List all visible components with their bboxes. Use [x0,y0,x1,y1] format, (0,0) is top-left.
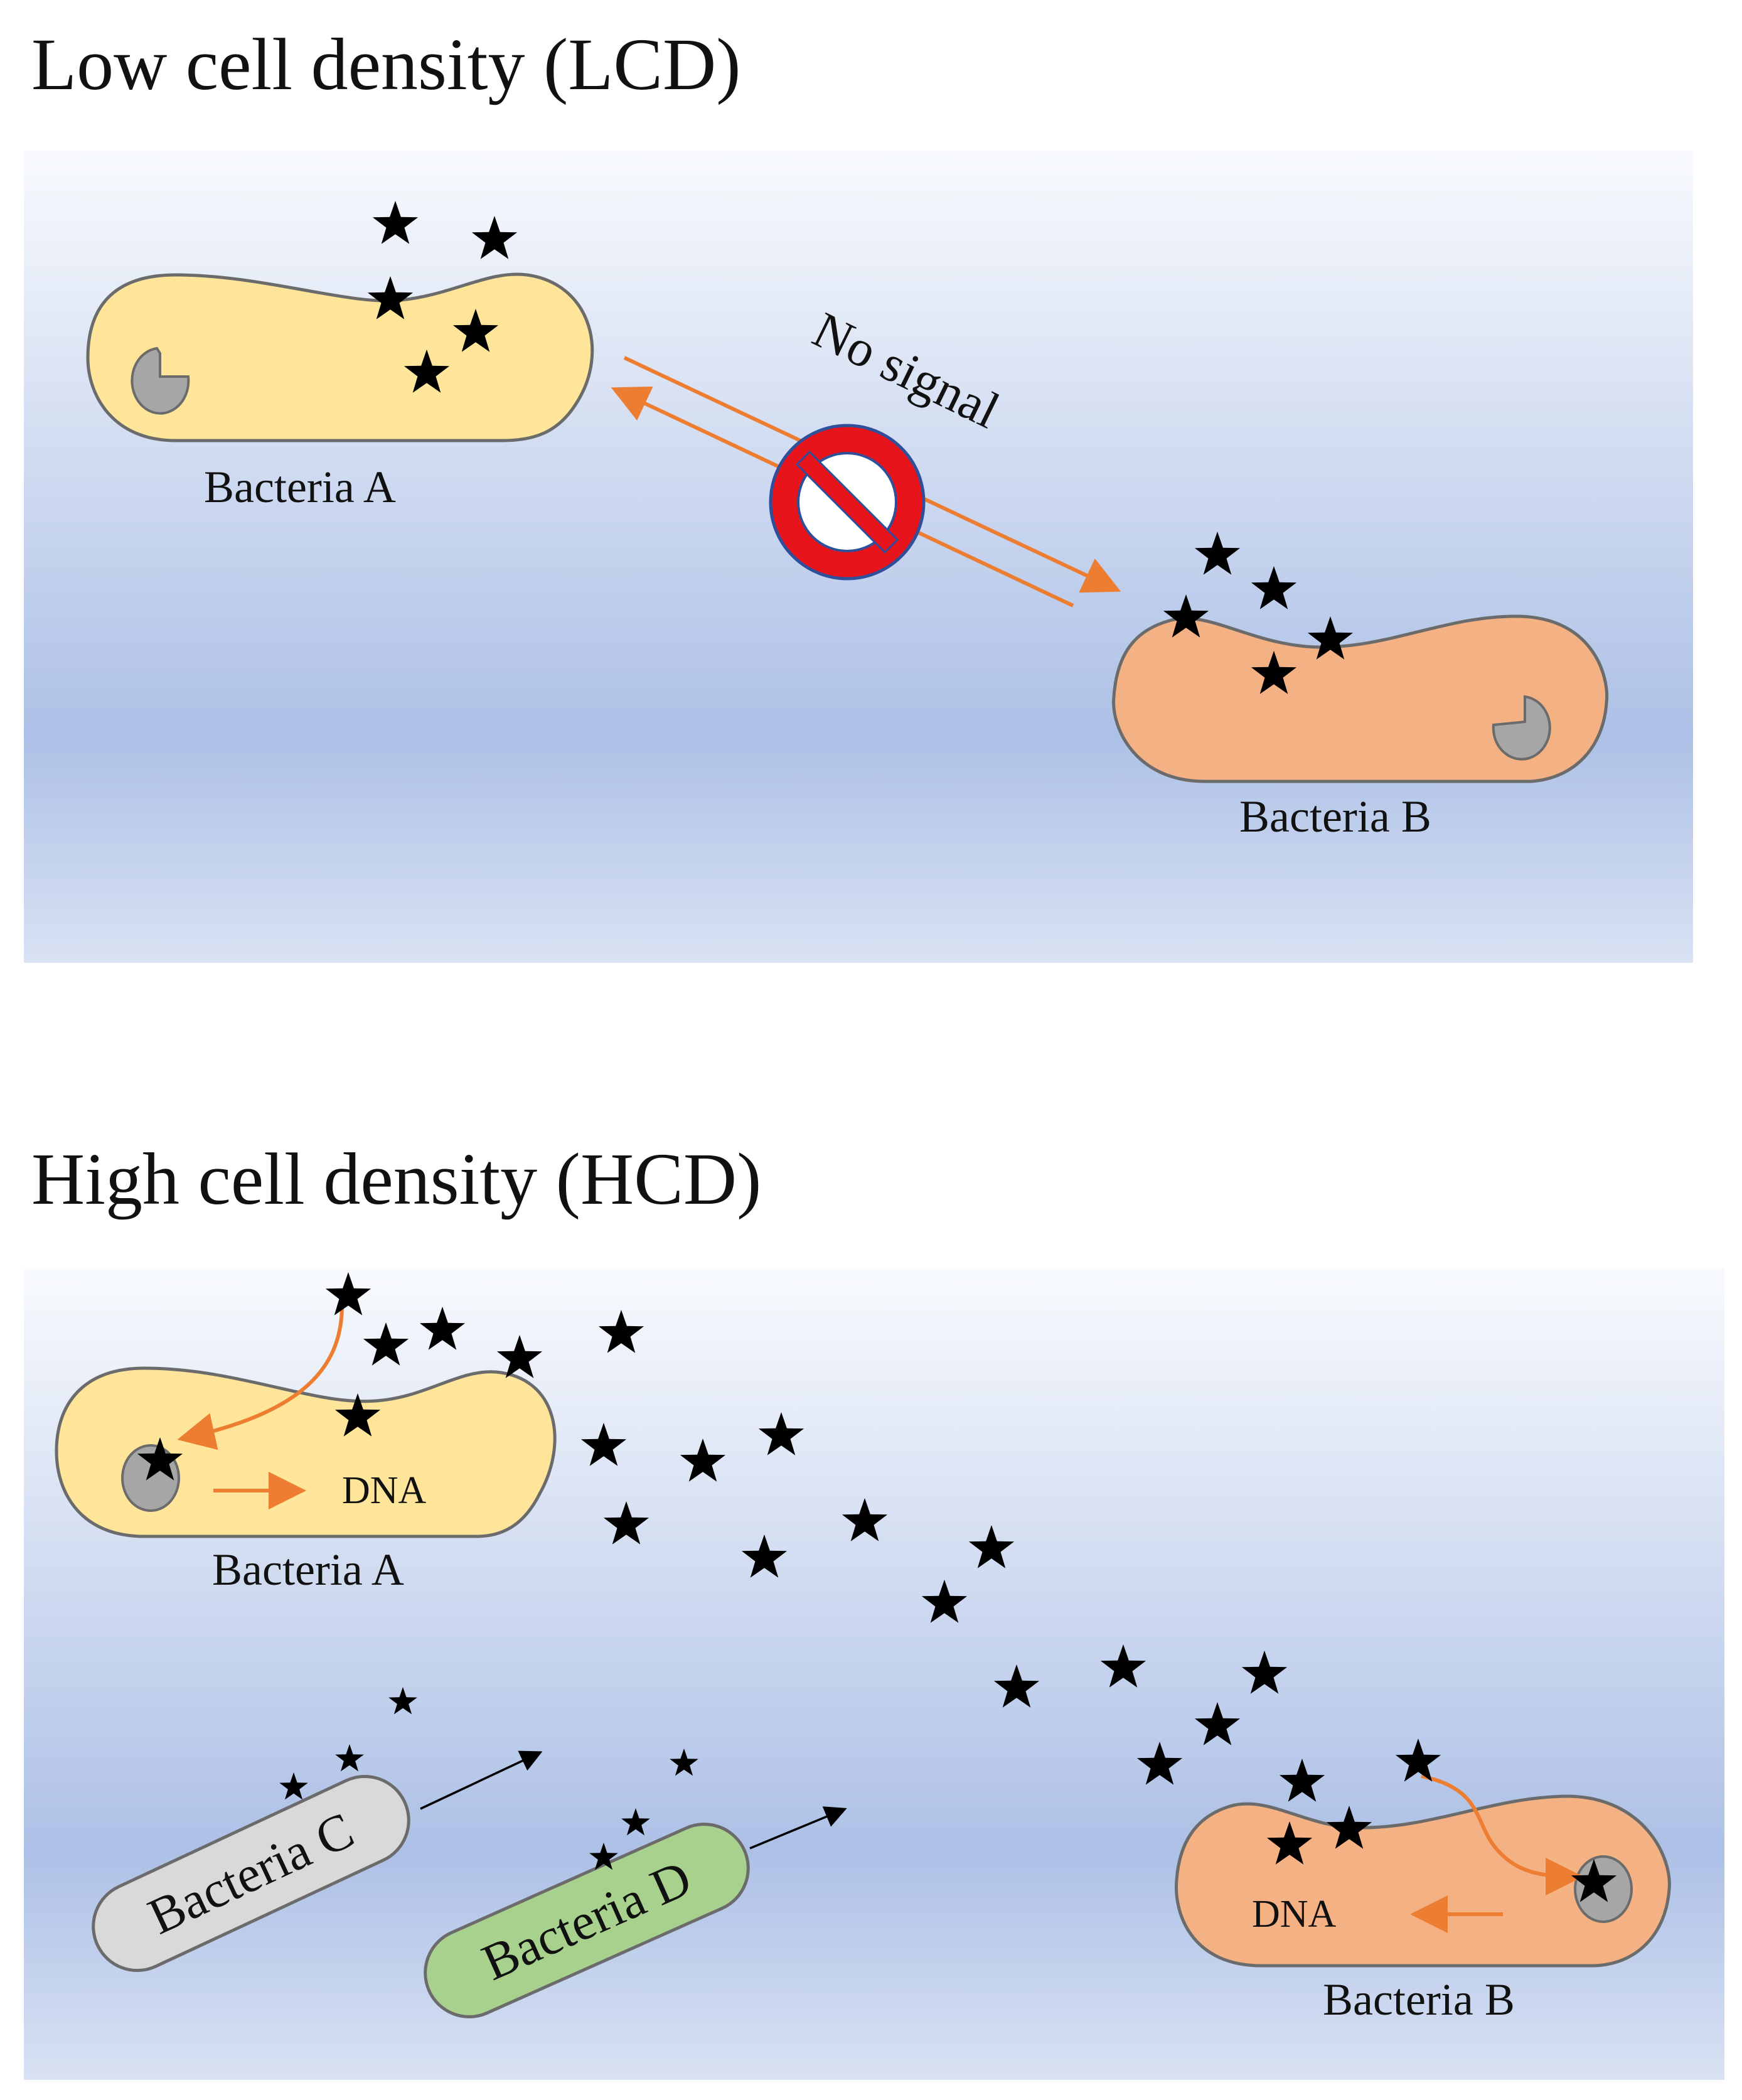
signal-star-icon [279,1772,308,1800]
signal-star-icon [1163,594,1209,638]
signal-star-icon [968,1525,1015,1568]
signal-star-icon [589,1843,618,1870]
signal-star-icon [621,1808,650,1836]
signal-star-icon [335,1744,364,1772]
signal-star-icon [921,1580,968,1623]
lcd-bacteria-a-body [86,272,594,442]
signal-star-icon [1326,1806,1372,1849]
signal-star-icon [1251,566,1297,609]
hcd-bacteria-c-body [92,1774,410,1973]
signal-star-icon [598,1310,644,1353]
signal-star-icon [137,1437,183,1481]
signal-star-icon [1100,1644,1146,1688]
signal-star-icon [1307,616,1354,660]
signal-star-icon [1251,651,1297,694]
lcd-bacteria-b-receptor [1492,695,1551,761]
signal-star-icon [419,1307,466,1350]
hcd-c-motion-arrow [420,1750,543,1810]
hcd-heading: High cell density (HCD) [31,1138,761,1220]
signal-star-icon [758,1412,804,1455]
lcd-bacteria-b [1112,614,1609,783]
lcd-bacteria-b-body [1112,614,1609,783]
signal-star-icon [325,1272,371,1315]
hcd-b-dna-label: DNA [1252,1893,1337,1936]
signal-star-icon [471,216,518,259]
signal-star-icon [452,309,499,352]
signal-star-icon [842,1498,888,1541]
lcd-bacteria-a [86,272,594,442]
hcd-bacteria-d-body [424,1823,750,2018]
signal-star-icon [1194,532,1241,575]
lcd-bacteria-a-label: Bacteria A [204,462,396,512]
hcd-signal-molecules [137,1272,1617,1902]
signal-star-icon [741,1535,788,1578]
lcd-bacteria-b-label: Bacteria B [1239,791,1431,842]
signal-star-icon [388,1687,417,1715]
hcd-a-uptake-arrow [177,1305,344,1450]
no-signal-prohibition-icon [769,424,926,581]
signal-star-icon [1194,1702,1241,1745]
signal-star-icon [334,1393,381,1437]
signal-star-icon [580,1423,627,1466]
signal-star-icon [1241,1651,1288,1694]
hcd-bacteria-a-label: Bacteria A [212,1545,404,1595]
signal-star-icon [603,1501,649,1545]
signal-star-icon [403,350,450,393]
hcd-bacteria-a [55,1366,557,1538]
signal-star-icon [680,1438,726,1482]
hcd-bacteria-d: Bacteria D [424,1823,750,2018]
hcd-a-dna-label: DNA [342,1469,427,1512]
signal-star-icon [670,1749,698,1776]
hcd-b-uptake-arrow [1421,1774,1583,1895]
signal-star-icon [993,1664,1040,1708]
lcd-heading: Low cell density (LCD) [31,23,741,105]
signal-star-icon [496,1335,543,1378]
signal-star-icon [363,1322,409,1366]
signal-star-icon [1571,1859,1617,1902]
hcd-d-motion-arrow [749,1806,847,1850]
signal-star-icon [1395,1738,1441,1782]
signal-star-icon [367,276,414,319]
lcd-signal-molecules [367,201,1354,694]
signal-star-icon [1279,1759,1325,1802]
signal-star-icon [1266,1821,1313,1865]
lcd-bacteria-a-receptor [131,346,190,415]
signal-star-icon [372,201,419,244]
hcd-bacteria-a-body [55,1366,557,1538]
hcd-bacteria-b-label: Bacteria B [1323,1974,1515,2025]
signal-star-icon [1136,1742,1183,1785]
